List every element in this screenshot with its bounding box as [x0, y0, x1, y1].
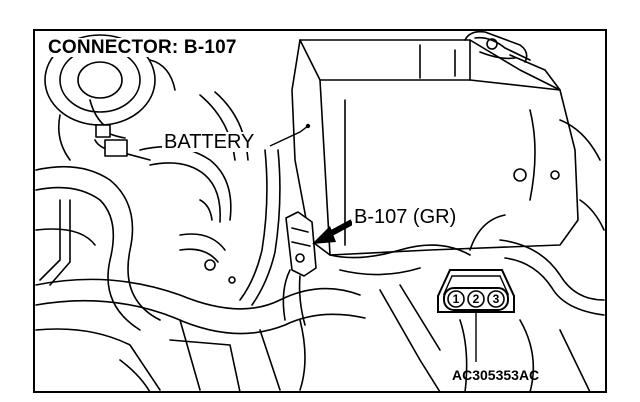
- connector-callout: B-107 (GR): [352, 206, 459, 228]
- right-hose: [329, 214, 605, 393]
- figure-frame: [33, 29, 607, 393]
- hoses: [35, 99, 232, 331]
- pin-number-2: 2: [472, 292, 480, 306]
- figure-code: AC305353AC: [452, 367, 540, 383]
- connector-b107: [282, 211, 317, 326]
- pin-number-1: 1: [452, 292, 460, 306]
- battery-leader: [269, 125, 309, 147]
- battery-terminal: [464, 30, 528, 63]
- connector-arrow: [312, 219, 354, 244]
- battery-outline: [291, 36, 579, 256]
- connector-face-inset: [437, 269, 515, 362]
- battery-callout: BATTERY: [162, 131, 257, 153]
- connector-title: CONNECTOR: B-107: [46, 37, 239, 58]
- pin-number-3: 3: [492, 292, 500, 306]
- misc-detail-lines: [119, 119, 605, 393]
- battery-leader-dot: [305, 123, 311, 129]
- lower-hose: [35, 278, 366, 391]
